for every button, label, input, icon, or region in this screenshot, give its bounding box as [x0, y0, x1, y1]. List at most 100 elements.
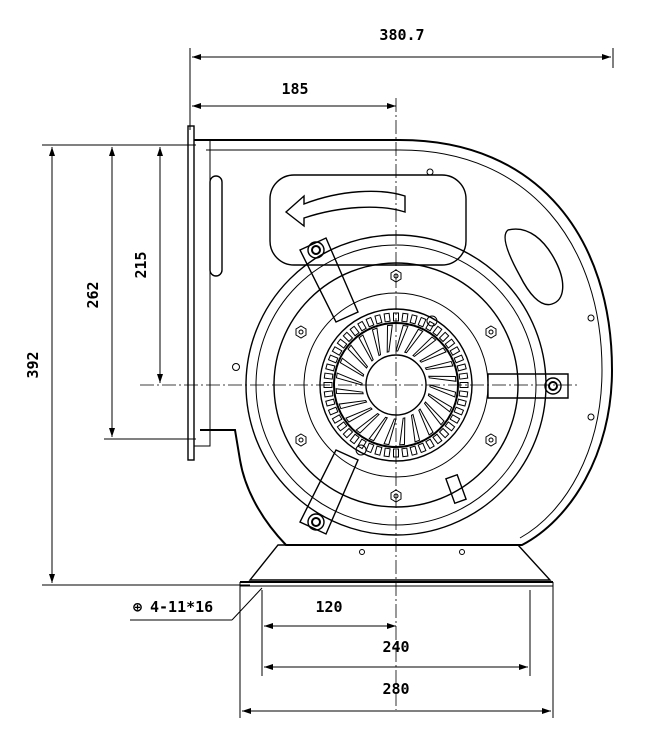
impeller-fin [347, 344, 369, 369]
bolt-icon [485, 325, 497, 339]
impeller-fin [368, 416, 388, 442]
dimension-outlet-inner: 215 [132, 147, 163, 383]
impeller-fin [371, 327, 382, 357]
impeller-blade-tooth [383, 447, 391, 458]
mounting-hole-symbol: ⊕ [133, 598, 142, 616]
impeller-blade-tooth [417, 316, 427, 328]
dim-label-overall-width: 380.7 [379, 26, 424, 44]
impeller-blade-tooth [409, 445, 418, 456]
support-arm-right [487, 373, 569, 399]
impeller-fin [418, 408, 434, 436]
impeller-blade-tooth [456, 398, 467, 407]
dimension-base-half: 120 [261, 590, 396, 676]
motor-shaft-hub [365, 354, 427, 416]
side-slot [209, 175, 223, 277]
impeller-blade-tooth [449, 414, 461, 424]
impeller-blade-tooth [459, 382, 469, 388]
impeller-fin [335, 372, 363, 386]
impeller-blade-tooth [323, 382, 333, 388]
impeller-fin [339, 357, 365, 377]
impeller-blade-tooth [453, 406, 465, 416]
impeller-fin [404, 328, 424, 354]
impeller-blade-tooth [438, 427, 450, 439]
impeller-blade-tooth [357, 320, 367, 332]
impeller-fin [423, 401, 445, 426]
impeller-blade-tooth [336, 338, 348, 349]
impeller-blade-tooth [357, 438, 367, 450]
impeller-blade-tooth [325, 363, 336, 372]
impeller-fin [345, 407, 373, 423]
dim-label-inlet-offset: 185 [281, 80, 308, 98]
dimension-base-hole-span: 240 [264, 590, 531, 676]
impeller-blade-tooth [393, 312, 399, 322]
dim-label-outlet-height: 262 [84, 281, 102, 308]
bolt-icon [485, 433, 497, 447]
base-plate [248, 544, 552, 581]
impeller-blade-tooth [374, 314, 383, 325]
impeller-blade-tooth [432, 325, 443, 337]
inlet-ring-outer [245, 234, 547, 536]
impeller-fin [386, 324, 393, 353]
motor-support-arms [299, 237, 569, 535]
impeller-fin [355, 412, 380, 434]
impeller-blade-tooth [432, 433, 443, 445]
mounting-hole-callout: ⊕ 4-11*16 [130, 587, 263, 621]
support-arm-lower [299, 449, 359, 535]
impeller-blade-tooth [331, 414, 343, 424]
dim-label-base-half: 120 [315, 598, 342, 616]
dim-label-outlet-inner: 215 [132, 251, 150, 278]
impeller-blade-tooth [401, 312, 409, 323]
impeller-fin [419, 347, 447, 363]
outlet-flange-lip [193, 139, 211, 447]
impeller-blade-tooth [323, 390, 334, 398]
impeller-fin [410, 413, 421, 443]
impeller-fin [338, 399, 368, 410]
dimension-overall-width: 380.7 [189, 26, 614, 130]
impeller-fin [358, 334, 374, 362]
impeller-blade-tooth [349, 325, 360, 337]
bolt-icon [390, 269, 402, 283]
impeller-blade-tooth [456, 363, 467, 372]
impeller-blade-tooth [365, 442, 375, 454]
fan-housing [187, 125, 614, 555]
impeller-blade-tooth [374, 445, 383, 456]
impeller-fin [383, 418, 397, 446]
impeller-blade-tooth [342, 427, 354, 439]
impeller-fin [395, 324, 409, 352]
flow-arrow-icon [284, 190, 406, 228]
impeller-blade-tooth [425, 438, 435, 450]
impeller-fin [412, 336, 437, 358]
impeller-fin [335, 388, 364, 395]
impeller-fin [429, 384, 457, 398]
impeller-blade-tooth [425, 320, 435, 332]
mounting-hole-spec: 4-11*16 [150, 598, 213, 616]
impeller-blade-tooth [325, 398, 336, 407]
impeller-blade-tooth [327, 354, 339, 364]
impeller-fin [427, 393, 453, 413]
impeller-blade-tooth [417, 442, 427, 454]
cable-gland [445, 473, 467, 505]
impeller-blade-tooth [365, 316, 375, 328]
impeller-blade-tooth [444, 421, 456, 432]
right-slot [504, 228, 564, 306]
impeller-blade-tooth [342, 331, 354, 343]
center-lines [140, 98, 580, 710]
impeller-hub-ring [333, 322, 459, 448]
impeller-fins [323, 312, 469, 458]
impeller-blade-tooth [409, 314, 418, 325]
impeller-blade-tooth [458, 372, 469, 380]
inlet-rings [245, 234, 547, 536]
impeller-blade-tooth [349, 433, 360, 445]
impeller-blade-tooth [323, 372, 334, 380]
impeller-blade-tooth [453, 354, 465, 364]
dim-label-base-hole-span: 240 [382, 638, 409, 656]
impeller-fin [399, 417, 406, 446]
bolt-icon [295, 325, 307, 339]
bolt-icon [390, 489, 402, 503]
impeller-blade-tooth [393, 448, 399, 458]
impeller-blade-tooth [444, 338, 456, 349]
impeller-blade-tooth [449, 346, 461, 356]
ring-bolts [295, 269, 497, 503]
dimension-inlet-offset: 185 [192, 80, 396, 109]
